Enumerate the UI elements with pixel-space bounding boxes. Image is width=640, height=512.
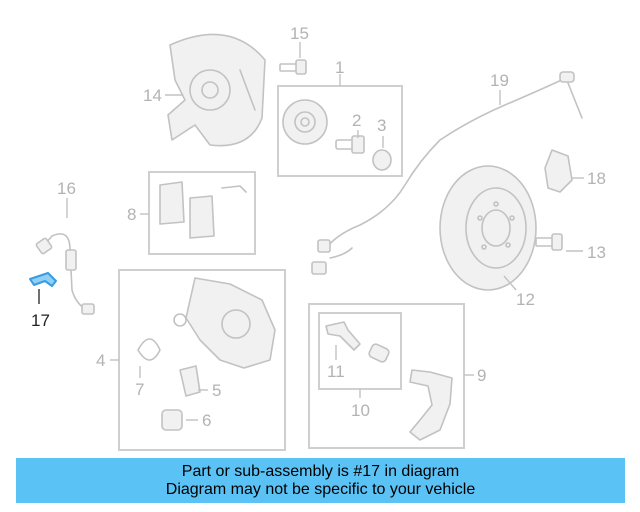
part-17-retaining-clip[interactable] [29, 272, 57, 304]
label-5: 5 [212, 381, 221, 400]
part-8-brake-pads[interactable] [140, 171, 256, 255]
part-15-bolt[interactable] [279, 42, 307, 75]
label-12: 12 [516, 290, 535, 309]
label-7: 7 [135, 380, 144, 399]
banner-line-2: Diagram may not be specific to your vehi… [165, 480, 476, 498]
label-2: 2 [352, 111, 361, 130]
part-19-sensor-wire[interactable] [311, 71, 583, 275]
part-18-wheel-speed-sensor[interactable] [544, 149, 584, 193]
label-9: 9 [477, 366, 486, 385]
label-15: 15 [290, 24, 309, 43]
label-8: 8 [127, 205, 136, 224]
label-11: 11 [327, 362, 345, 381]
label-3: 3 [377, 116, 386, 135]
label-6: 6 [202, 411, 211, 430]
label-10: 10 [351, 401, 370, 420]
part-info-banner: Part or sub-assembly is #17 in diagram D… [16, 458, 625, 503]
part-9-caliper-carrier[interactable] [308, 303, 474, 449]
part-10-guide-pin-kit[interactable] [318, 312, 402, 398]
label-1: 1 [335, 58, 344, 77]
part-16-brake-hose[interactable] [35, 198, 95, 315]
part-12-brake-disc[interactable] [439, 165, 537, 291]
label-18: 18 [587, 169, 606, 188]
part-4-caliper-assembly[interactable] [110, 269, 286, 451]
banner-line-1: Part or sub-assembly is #17 in diagram [181, 462, 460, 480]
label-13: 13 [587, 243, 606, 262]
part-1-hub-assembly[interactable] [277, 74, 403, 177]
label-16: 16 [57, 179, 76, 198]
label-4: 4 [96, 351, 105, 370]
label-19: 19 [490, 71, 509, 90]
label-17: 17 [31, 311, 50, 330]
part-14-backing-plate[interactable] [165, 33, 266, 147]
label-14: 14 [143, 86, 162, 105]
part-13-screw[interactable] [535, 233, 583, 252]
